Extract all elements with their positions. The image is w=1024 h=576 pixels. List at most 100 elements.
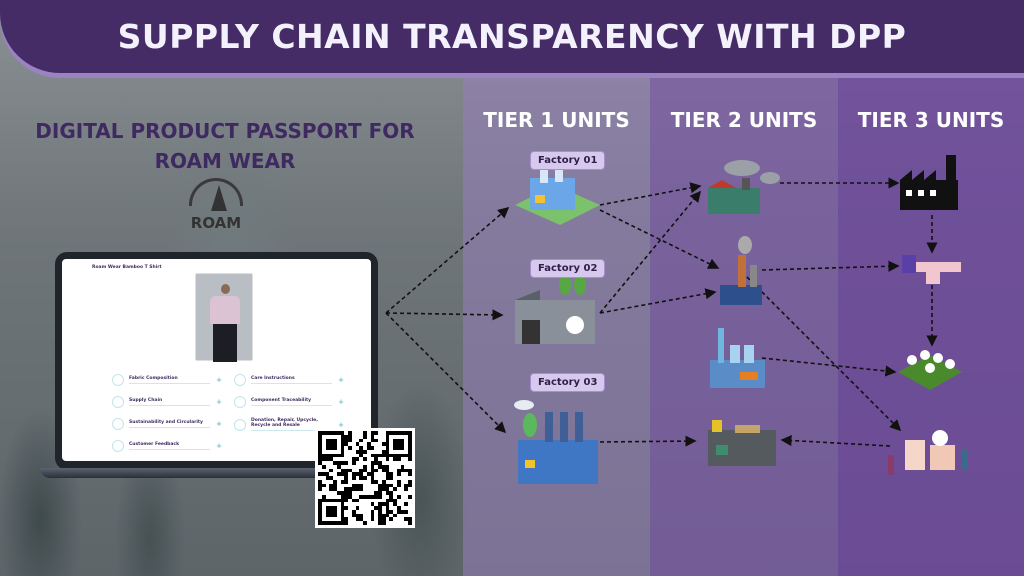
qr-module	[340, 491, 345, 495]
section-fabric-composition[interactable]: Fabric Composition+	[112, 374, 222, 386]
qr-module	[404, 468, 409, 473]
qr-module	[321, 446, 326, 450]
qr-module	[400, 513, 405, 518]
qr-module	[408, 476, 412, 480]
qr-module	[393, 506, 397, 510]
qr-module	[359, 494, 364, 499]
qr-module	[336, 468, 341, 473]
tier-2-column	[650, 75, 838, 576]
section-care-instructions[interactable]: Care Instructions +	[234, 374, 344, 386]
expand-icon[interactable]: +	[338, 376, 344, 384]
qr-module	[400, 491, 405, 495]
qr-module	[404, 434, 409, 439]
qr-module	[340, 457, 345, 461]
section-label: Component Traceability	[251, 398, 333, 406]
qr-module	[318, 461, 322, 465]
qr-module	[325, 521, 330, 525]
qr-module	[340, 431, 345, 435]
qr-module	[344, 513, 349, 518]
qr-module	[381, 431, 386, 435]
qr-module	[329, 434, 334, 439]
qr-module	[351, 434, 356, 439]
qr-module	[344, 498, 349, 503]
expand-icon[interactable]: +	[216, 398, 222, 406]
expand-icon[interactable]: +	[338, 398, 344, 406]
expand-icon[interactable]: +	[216, 420, 222, 428]
qr-module	[340, 468, 345, 473]
qr-module	[333, 521, 337, 525]
qr-module	[370, 494, 375, 499]
qr-module	[370, 513, 375, 518]
qr-module	[396, 487, 401, 492]
section-customer-feedback[interactable]: Customer Feedback+	[112, 440, 222, 452]
qr-module	[400, 446, 405, 450]
qr-module	[400, 461, 405, 465]
qr-module	[359, 438, 364, 443]
qr-module	[325, 513, 330, 518]
section-sustainability[interactable]: Sustainability and Circularity+	[112, 418, 222, 430]
qr-module	[333, 431, 337, 435]
section-supply-chain[interactable]: Supply Chain+	[112, 396, 222, 408]
qr-module	[363, 446, 367, 450]
qr-module	[400, 468, 405, 473]
qr-module	[351, 457, 356, 461]
qr-module	[370, 479, 375, 484]
qr-module	[351, 491, 356, 495]
qr-module	[325, 434, 330, 439]
qr-module	[389, 446, 394, 450]
qr-module	[333, 487, 337, 492]
qr-module	[325, 472, 330, 477]
section-label: Care Instructions	[251, 376, 333, 384]
qr-module	[385, 502, 390, 507]
qr-module	[329, 498, 334, 503]
qr-module	[318, 453, 322, 458]
expand-icon[interactable]: +	[338, 420, 344, 429]
qr-module	[389, 517, 394, 522]
qr-module	[333, 502, 337, 507]
qr-module	[381, 476, 386, 480]
qr-module	[336, 457, 341, 461]
section-component-traceability[interactable]: Component Traceability +	[234, 396, 344, 408]
qr-module	[366, 461, 371, 465]
expand-icon[interactable]: +	[216, 376, 222, 384]
qr-module	[329, 513, 334, 518]
qr-module	[385, 476, 390, 480]
page-title: SUPPLY CHAIN TRANSPARENCY WITH DPP	[117, 17, 907, 56]
qr-module	[370, 483, 375, 488]
qr-module	[400, 434, 405, 439]
qr-module	[348, 442, 352, 446]
qr-module	[408, 468, 412, 473]
qr-module	[336, 453, 341, 458]
qr-module	[408, 483, 412, 488]
qr-module	[400, 487, 405, 492]
qr-module	[378, 506, 382, 510]
qr-module	[355, 442, 360, 446]
qr-module	[370, 487, 375, 492]
qr-module	[385, 472, 390, 477]
qr-module	[400, 509, 405, 514]
qr-module	[321, 498, 326, 503]
qr-module	[374, 442, 379, 446]
qr-module	[366, 521, 371, 525]
tier-2-factory-c-icon	[710, 328, 765, 388]
qr-module	[340, 438, 345, 443]
qr-module	[389, 438, 394, 443]
qr-module	[378, 498, 382, 503]
qr-module	[396, 449, 401, 454]
qr-module	[393, 491, 397, 495]
qr-module	[393, 449, 397, 454]
qr-module	[408, 509, 412, 514]
qr-code[interactable]	[315, 428, 415, 528]
qr-module	[348, 498, 352, 503]
expand-icon[interactable]: +	[216, 442, 222, 450]
qr-module	[366, 487, 371, 492]
qr-module	[408, 453, 412, 458]
section-donation-repair[interactable]: Donation, Repair, Upcycle, Recycle and R…	[234, 418, 344, 431]
qr-module	[389, 483, 394, 488]
qr-module	[366, 506, 371, 510]
qr-module	[370, 509, 375, 514]
qr-module	[381, 442, 386, 446]
qr-module	[336, 502, 341, 507]
qr-module	[385, 468, 390, 473]
qr-module	[318, 506, 322, 510]
